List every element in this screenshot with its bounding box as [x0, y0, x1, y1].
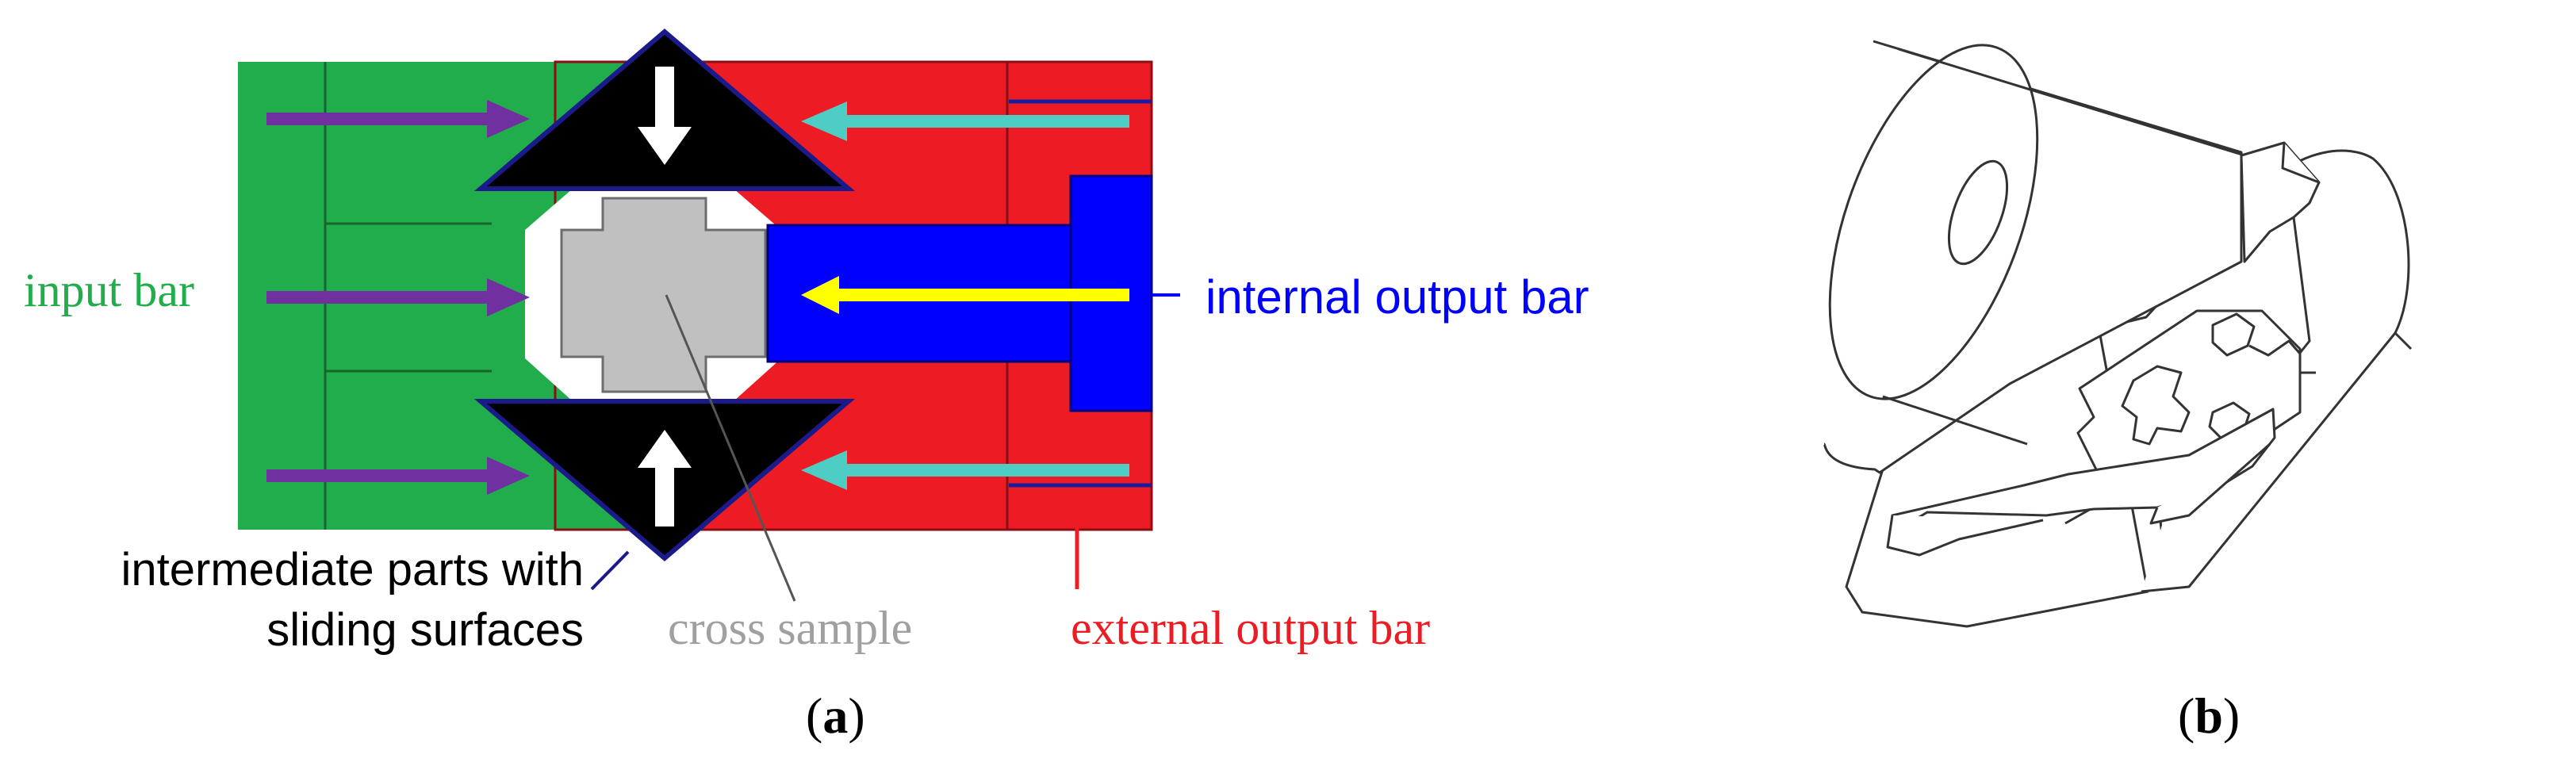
left-arrow-icon	[801, 450, 1129, 490]
label-internal-output-bar: internal output bar	[1206, 270, 1589, 324]
output-arrows	[801, 101, 1129, 490]
cross-sample-3d	[2121, 365, 2191, 446]
right-arrow-icon	[266, 457, 530, 495]
panel-b: (b)	[1811, 30, 2413, 744]
panel-a: input bar internal output bar intermedia…	[24, 29, 1589, 744]
input-cylinder	[1811, 30, 1878, 71]
left-arrow-icon	[801, 101, 1129, 141]
input-arrows	[266, 100, 530, 495]
internal-arrow-icon	[801, 276, 1129, 314]
caption-b: (b)	[2178, 687, 2240, 744]
label-intermediate-parts: intermediate parts with	[121, 544, 584, 595]
input-cylinder-bore	[1947, 159, 2009, 266]
caption-a: (a)	[806, 687, 865, 744]
leader-intermediate	[590, 550, 630, 591]
down-arrow-icon	[638, 67, 692, 165]
input-cylinder-face	[1828, 44, 2039, 400]
label-external-output-bar: external output bar	[1071, 602, 1430, 654]
up-arrow-icon	[638, 430, 692, 527]
label-cross-sample: cross sample	[668, 602, 912, 654]
label-sliding-surfaces: sliding surfaces	[266, 604, 584, 656]
leader-cross-sample	[665, 294, 796, 602]
right-arrow-icon	[266, 100, 530, 138]
label-input-bar: input bar	[24, 264, 194, 316]
right-arrow-icon	[266, 278, 530, 316]
